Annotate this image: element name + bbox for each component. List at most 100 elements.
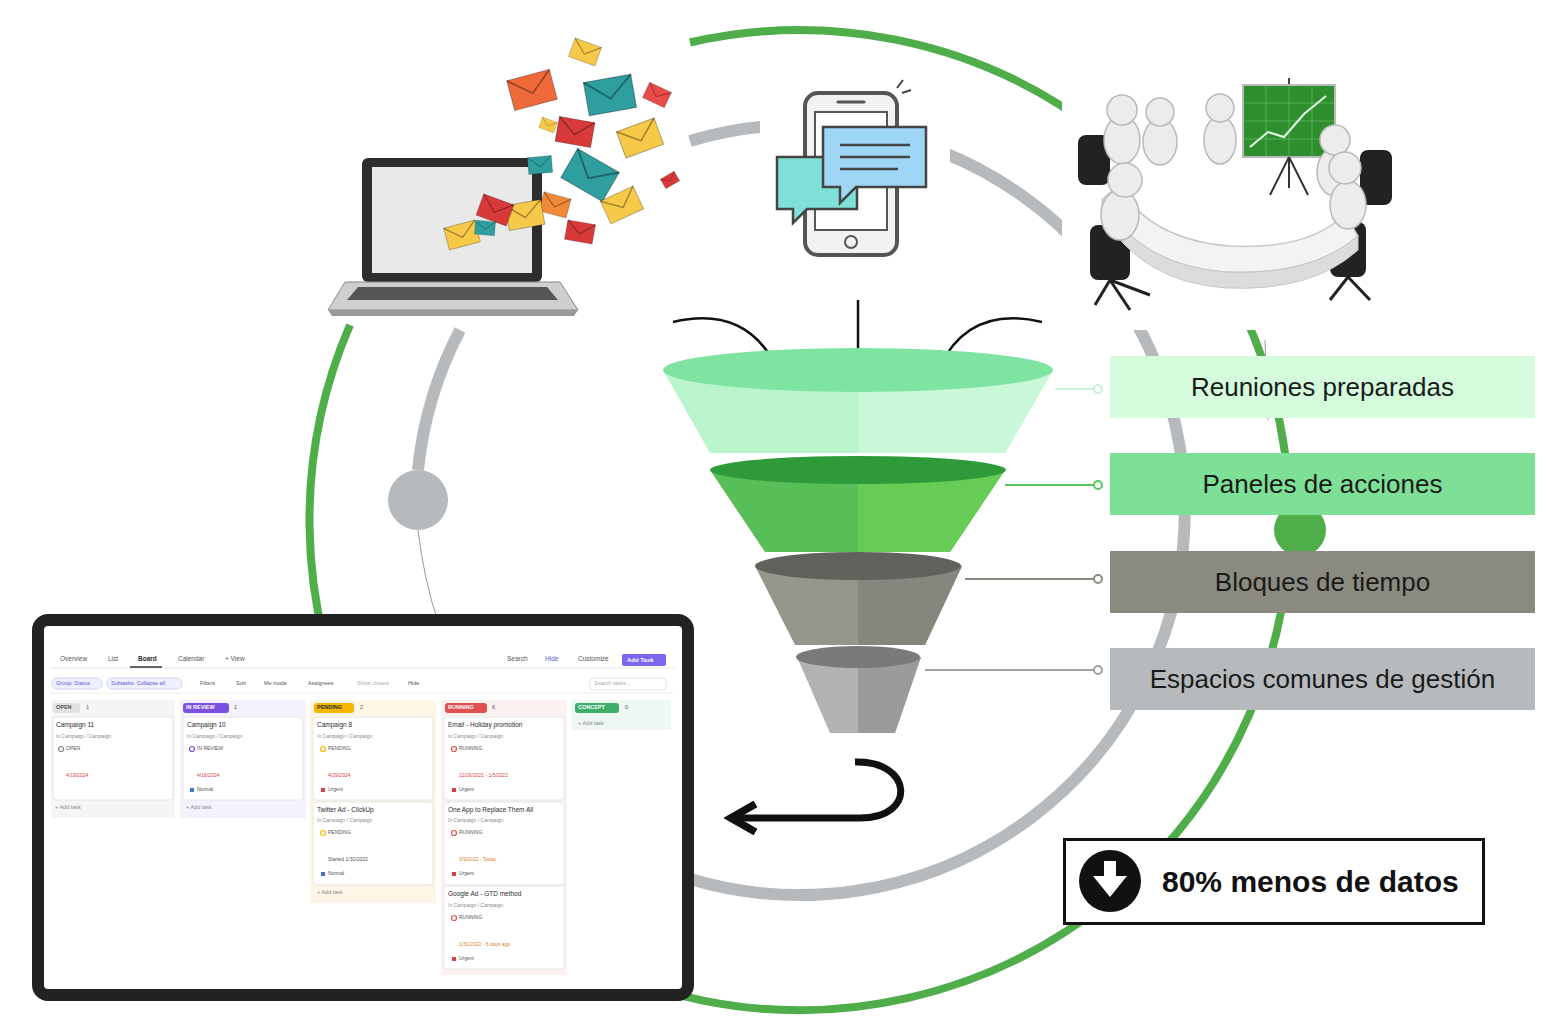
kanban-screenshot-part — [310, 700, 436, 903]
kanban-screenshot-part-part — [444, 717, 564, 800]
screenshot-text: 12/26/2021 - 1/5/2022 — [459, 773, 508, 778]
meeting-illustration-part — [1101, 94, 1366, 240]
kanban-screenshot-part-part — [190, 747, 195, 752]
screenshot-text: Filters — [200, 681, 215, 687]
screenshot-text: + Add task — [317, 890, 343, 896]
cycle-ring-part — [418, 530, 438, 622]
laptop-icon-part — [347, 287, 558, 300]
meeting-illustration-part-part — [1101, 190, 1139, 240]
laptop-icon-part — [328, 282, 578, 310]
kanban-screenshot-part — [38, 620, 688, 995]
screenshot-text: 4/16/2024 — [197, 773, 219, 778]
screenshot-text: In Campaign / Campaign — [448, 734, 503, 739]
meeting-illustration-part-part — [1107, 95, 1137, 125]
kanban-screenshot-part-part — [53, 717, 173, 800]
screenshot-text: In Campaign / Campaign — [317, 734, 372, 739]
kanban-screenshot-part-part — [321, 831, 326, 836]
kanban-screenshot-part — [59, 747, 457, 921]
phone-chat-icon-part — [840, 156, 910, 159]
screenshot-text: Campaign 8 — [317, 722, 352, 729]
email-envelopes-part — [616, 118, 663, 158]
screenshot-text: IN REVIEW — [197, 746, 223, 751]
kanban-screenshot-part — [441, 700, 567, 975]
screenshot-text: IN REVIEW — [186, 705, 215, 711]
email-envelopes-part — [600, 186, 643, 224]
kanban-screenshot-part-part — [59, 747, 64, 752]
screenshot-text: OPEN — [66, 746, 80, 751]
email-envelopes-part — [568, 38, 601, 66]
return-arrow — [738, 762, 901, 818]
screenshot-text: + View — [225, 656, 245, 663]
screenshot-text: 1/31/2022 - 6 days ago — [459, 942, 510, 947]
cycle-ring-part — [418, 330, 460, 470]
kanban-screenshot-part-part — [321, 872, 325, 876]
screenshot-text: Hide — [408, 681, 419, 687]
screenshot-text: Add Task — [627, 657, 654, 663]
screenshot-text: RUNNING — [459, 830, 482, 835]
funnel-part — [796, 646, 920, 668]
screenshot-text: 4/19/2024 — [66, 773, 88, 778]
email-envelopes-part — [444, 220, 481, 250]
kanban-screenshot-part — [51, 700, 175, 818]
screenshot-text: Hide — [545, 656, 558, 663]
screenshot-text: Started 1/30/2022 — [328, 857, 368, 862]
screenshot-text: 6 — [492, 705, 495, 711]
kanban-screenshot-part — [50, 668, 674, 669]
screenshot-text: Board — [138, 656, 157, 663]
screenshot-text: Subtasks: Collapse all — [111, 681, 165, 687]
screenshot-text: CONCEPT — [578, 705, 605, 711]
kanban-screenshot-part — [622, 654, 666, 666]
screenshot-text: RUNNING — [448, 705, 474, 711]
screenshot-text: Group: Status — [56, 681, 90, 687]
kanban-screenshot-part-part — [452, 788, 456, 792]
leader-lines-part — [1094, 481, 1102, 489]
screenshot-text: Sort — [236, 681, 246, 687]
kanban-screenshot-part-part — [452, 916, 457, 921]
screenshot-text: Customize — [578, 656, 609, 663]
screenshot-text: RUNNING — [459, 746, 482, 751]
screenshot-text: Campaign 11 — [56, 722, 94, 729]
kanban-screenshot-part-part — [321, 747, 326, 752]
result-box-text: 80% menos de datos — [1162, 865, 1459, 898]
kanban-screenshot-part-part — [452, 957, 456, 961]
screenshot-text: Campaign 10 — [187, 722, 226, 729]
email-envelopes-part — [561, 148, 619, 201]
screenshot-text: Search tasks... — [594, 681, 630, 687]
kanban-screenshot-part-part — [444, 802, 564, 885]
kanban-screenshot-part — [50, 693, 674, 694]
kanban-screenshot-part-part — [183, 717, 303, 800]
kanban-screenshot-part — [190, 788, 325, 876]
leader-lines-part — [925, 669, 1094, 671]
meeting-illustration-part-part — [1266, 85, 1267, 157]
kanban-screenshot-part — [575, 703, 619, 713]
funnel-band: Paneles de acciones — [1110, 453, 1535, 515]
screenshot-text: In Campaign / Campaign — [317, 818, 372, 823]
funnel-band: Bloques de tiempo — [1110, 551, 1535, 613]
kanban-screenshot-part-part — [452, 831, 457, 836]
screenshot-text: PENDING — [328, 746, 351, 751]
screenshot-text: PENDING — [328, 830, 351, 835]
screenshot-text: 4/29/2024 — [328, 773, 350, 778]
screenshot-text: Assignees — [308, 681, 333, 687]
funnel-band-text: Paneles de acciones — [1203, 470, 1443, 499]
kanban-screenshot-part-part — [313, 717, 433, 800]
meeting-illustration — [1062, 58, 1412, 330]
meeting-illustration-part — [1102, 200, 1358, 288]
screenshot-text: + Add task — [186, 805, 212, 811]
screenshot-text: Overview — [60, 656, 87, 663]
screenshot-text: + Add task — [578, 721, 604, 727]
screenshot-text: OPEN — [56, 705, 72, 711]
meeting-illustration-part-part — [1329, 152, 1361, 184]
meeting-illustration-part-part — [1204, 116, 1236, 164]
screenshot-text: In Campaign / Campaign — [448, 818, 503, 823]
kanban-screenshot-part — [53, 703, 80, 713]
phone-chat-icon-part — [760, 70, 950, 262]
meeting-illustration-part — [1270, 157, 1289, 195]
meeting-illustration-part-part — [1146, 98, 1174, 126]
phone-chat-icon-part — [845, 236, 857, 248]
screenshot-text: PENDING — [317, 705, 342, 711]
screenshot-text: Me mode — [264, 681, 287, 687]
funnel-part — [710, 456, 1006, 484]
kanban-screenshot-part — [107, 678, 182, 689]
